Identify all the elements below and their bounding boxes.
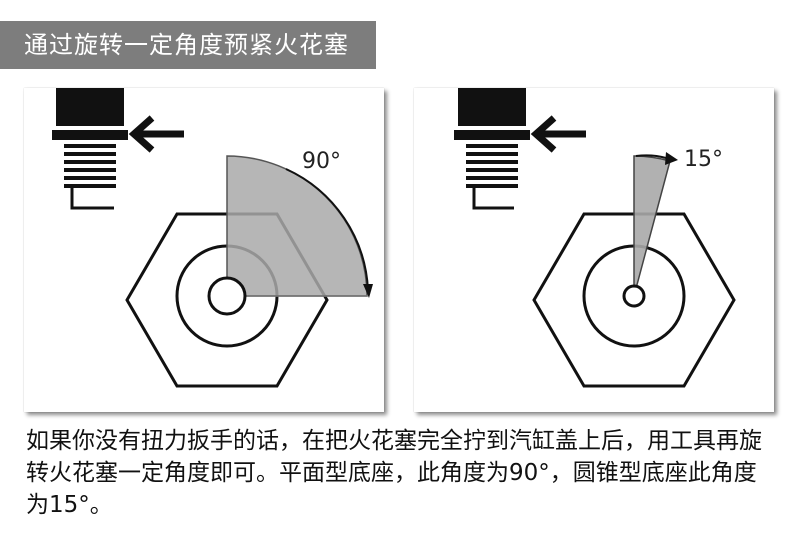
- arrowhead-icon: [363, 284, 373, 298]
- angle-label: 15°: [684, 147, 723, 172]
- flat-seat-diagram: 90°: [52, 88, 373, 388]
- diagram-panel-flat-seat: 90°: [24, 88, 384, 412]
- title-banner: 通过旋转一定角度预紧火花塞: [0, 21, 376, 69]
- center-bore: [207, 276, 247, 316]
- caption-text: 如果你没有扭力扳手的话，在把火花塞完全拧到汽缸盖上后，用工具再旋转火花塞一定角度…: [26, 428, 762, 518]
- angle-label: 90°: [302, 149, 341, 174]
- diagram-panel-conical-seat: 15°: [414, 88, 774, 412]
- title-text: 通过旋转一定角度预紧火花塞: [24, 31, 349, 59]
- spark-plug-icon: [454, 88, 530, 210]
- conical-seat-diagram: 15°: [454, 88, 736, 388]
- rotation-sector: [226, 155, 368, 297]
- rotation-arc-arrow: [285, 168, 369, 291]
- arrow-left-icon: [530, 115, 586, 153]
- arrowhead-icon: [665, 152, 678, 165]
- center-bore: [622, 284, 646, 308]
- rotation-arc-arrow: [635, 154, 667, 159]
- spark-plug-icon: [52, 88, 128, 210]
- arrow-left-icon: [128, 115, 184, 153]
